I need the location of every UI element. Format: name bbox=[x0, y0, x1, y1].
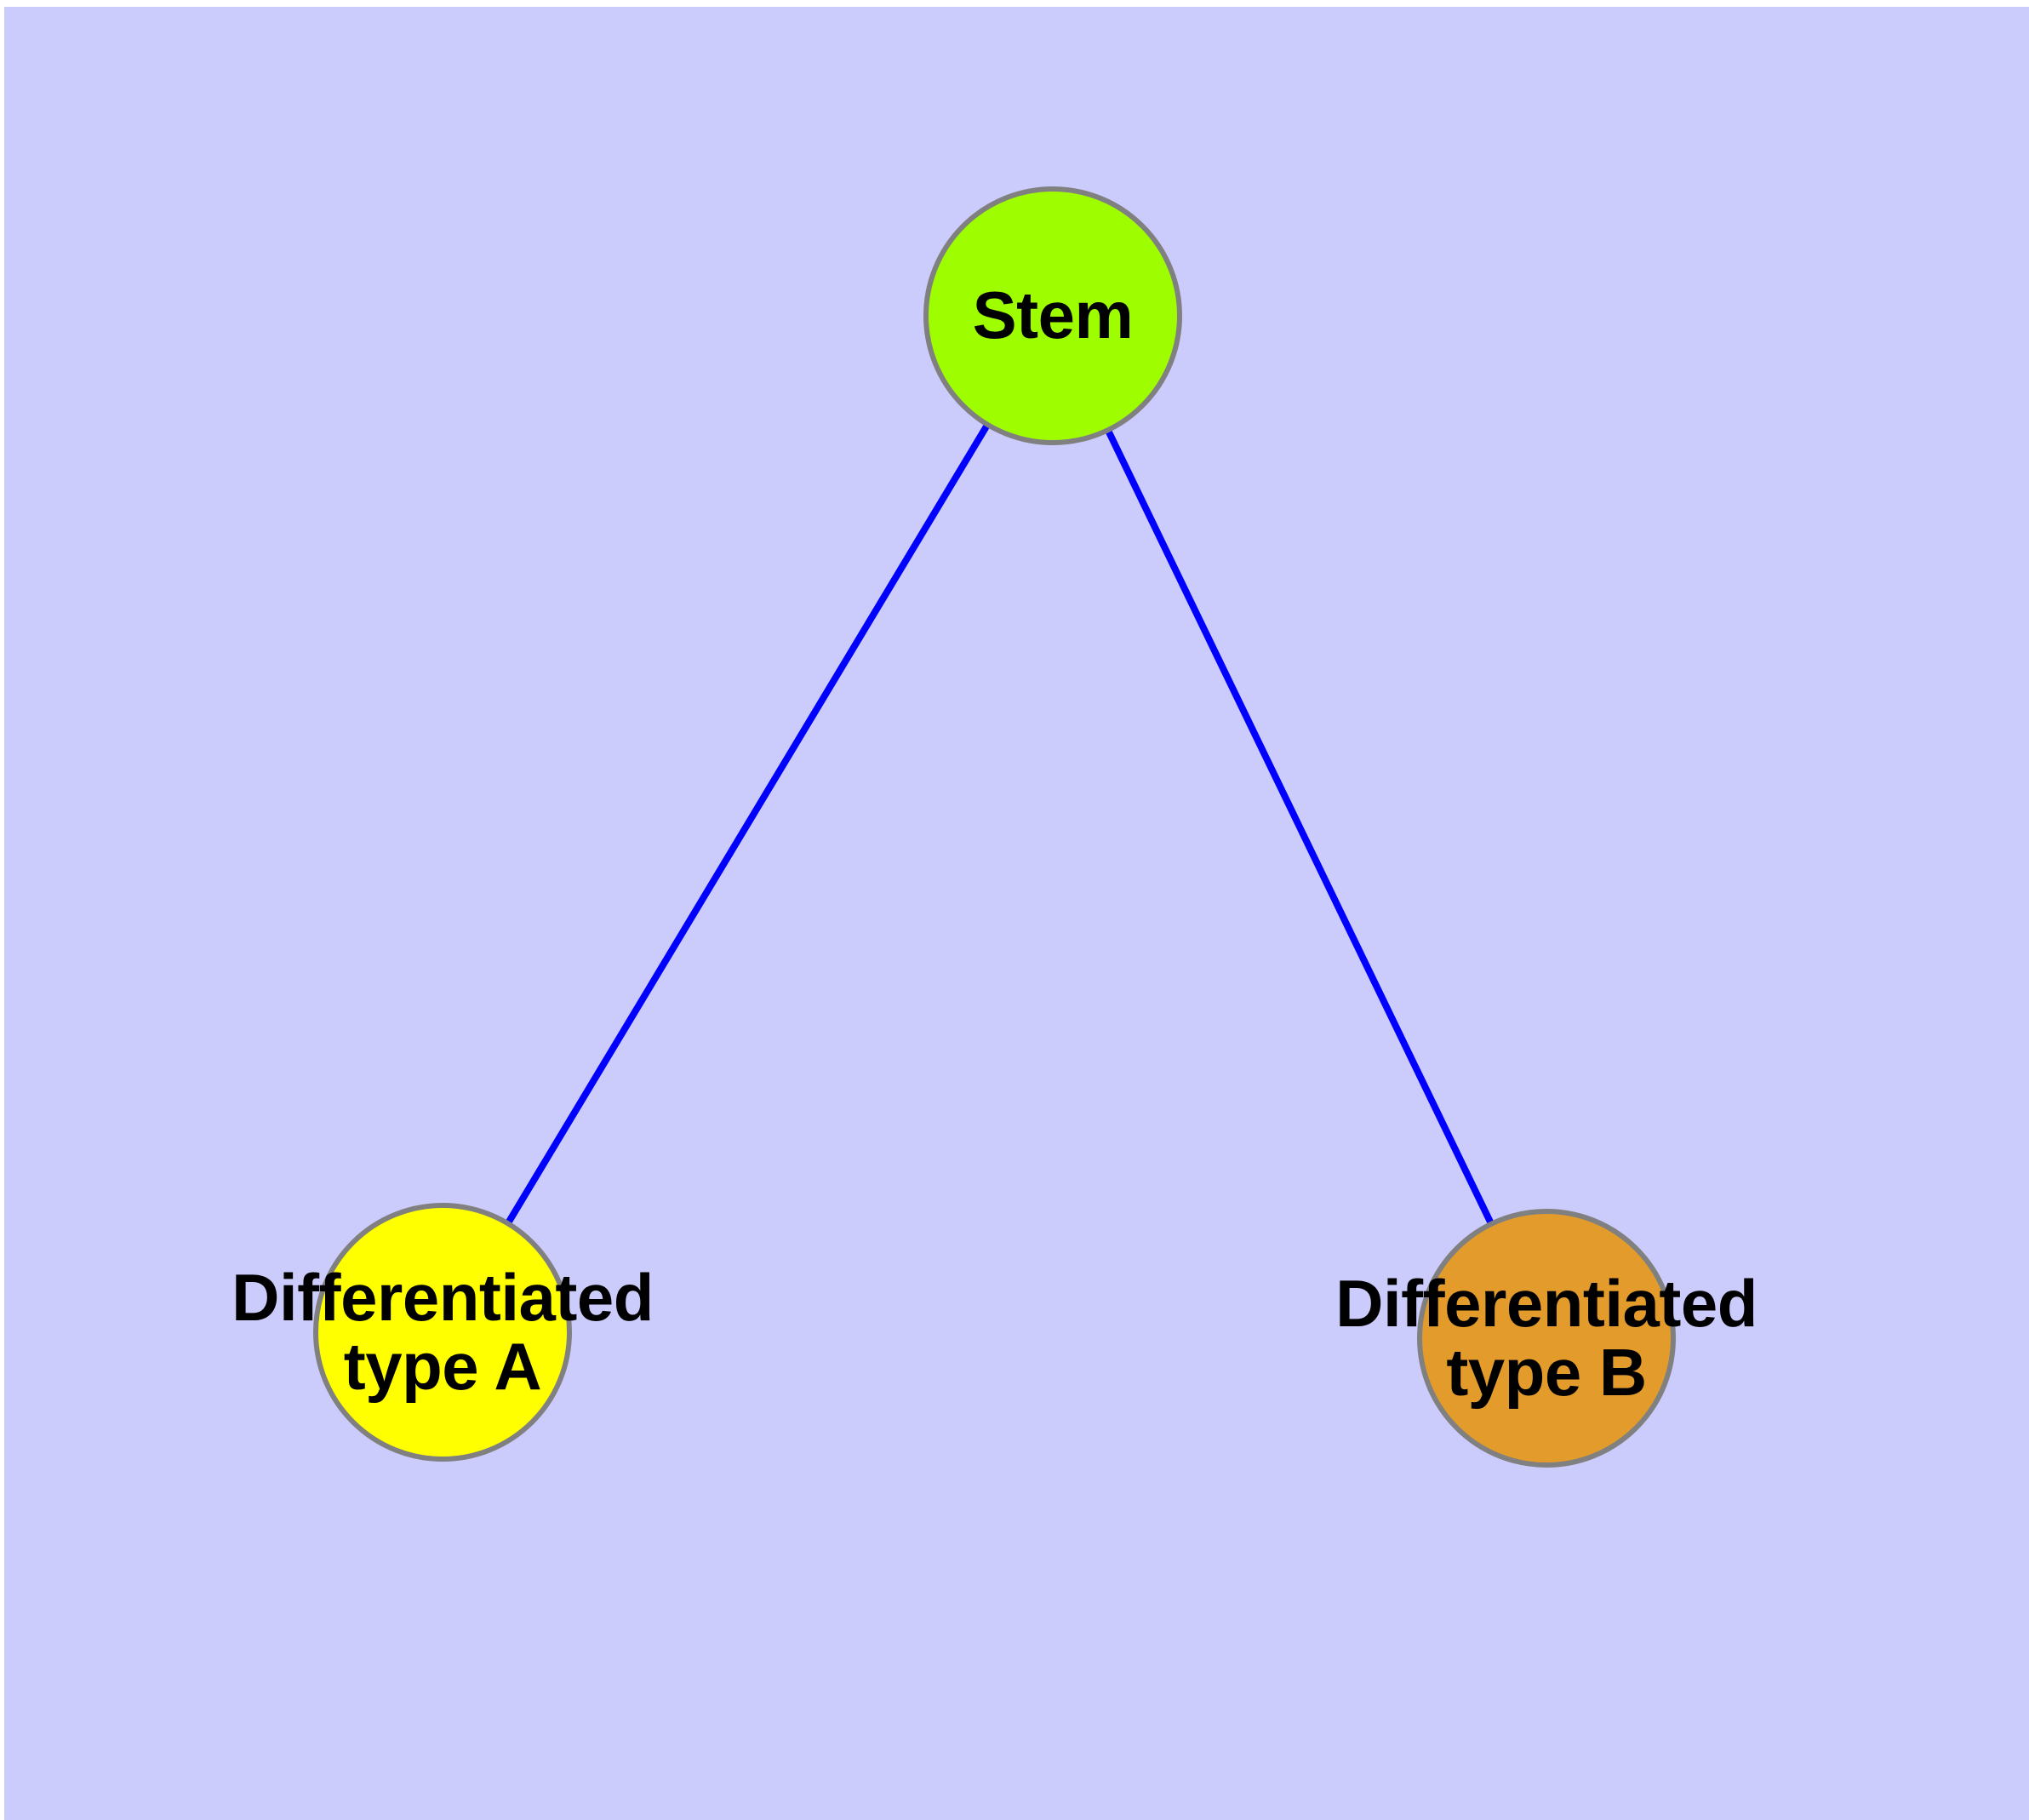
node-differentiated-type-a-circle bbox=[313, 1203, 572, 1462]
node-stem-label: Stem bbox=[972, 278, 1134, 353]
node-differentiated-type-b[interactable]: Differentiated type B bbox=[1335, 1209, 1758, 1468]
node-stem[interactable]: Stem bbox=[923, 186, 1182, 445]
node-differentiated-type-a-label: Differentiated type A bbox=[231, 1259, 654, 1404]
node-differentiated-type-b-label: Differentiated type B bbox=[1335, 1265, 1758, 1410]
node-differentiated-type-b-circle bbox=[1417, 1209, 1676, 1468]
node-stem-circle bbox=[923, 186, 1182, 445]
node-differentiated-type-a[interactable]: Differentiated type A bbox=[231, 1203, 654, 1462]
